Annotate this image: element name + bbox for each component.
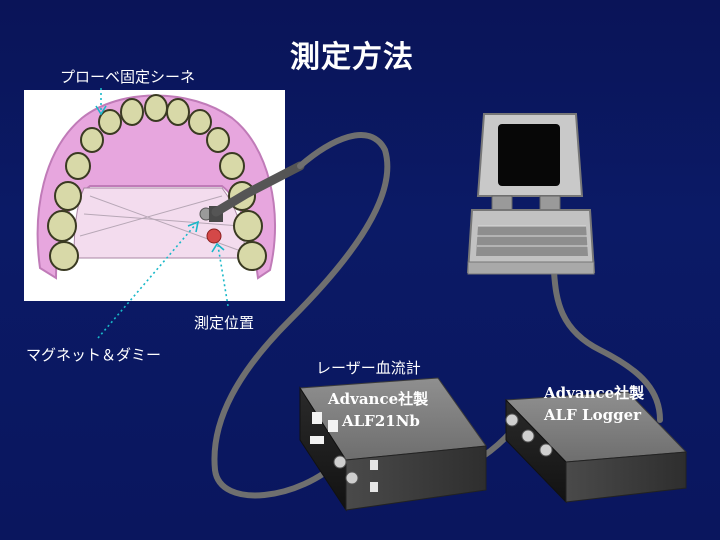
flowmeter-maker: Advance社製 — [328, 390, 429, 408]
laptop-computer — [466, 113, 596, 275]
probe-cable — [211, 132, 391, 499]
probe-handle — [211, 161, 305, 217]
logger-model: ALF Logger — [544, 406, 642, 424]
measure-position-leader — [217, 245, 229, 307]
laptop-screen — [498, 124, 560, 186]
teeth — [47, 94, 267, 271]
magnet-dummy-label: マグネット＆ダミー — [26, 346, 162, 364]
measurement-point-marker — [206, 228, 222, 244]
laptop-keyboard — [476, 226, 588, 256]
flowmeter-label: Advance社製 ALF21Nb — [328, 388, 428, 432]
logger-label: Advance社製 ALF Logger — [544, 382, 644, 426]
magnet-dummy-leader — [97, 223, 197, 339]
leader-lines — [95, 88, 229, 339]
flowmeter-model: ALF21Nb — [342, 412, 420, 430]
probe-splint-label: プローベ固定シーネ — [60, 68, 196, 86]
laptop-cable — [551, 269, 663, 423]
dental-arch-illustration — [24, 90, 285, 301]
logger-maker: Advance社製 — [544, 384, 645, 402]
measure-position-label: 測定位置 — [194, 314, 255, 332]
laser-flowmeter-label: レーザー血流計 — [316, 359, 421, 377]
laser-flowmeter-device — [299, 377, 487, 512]
page-title: 測定方法 — [290, 40, 414, 75]
alf-logger-device — [504, 391, 688, 504]
